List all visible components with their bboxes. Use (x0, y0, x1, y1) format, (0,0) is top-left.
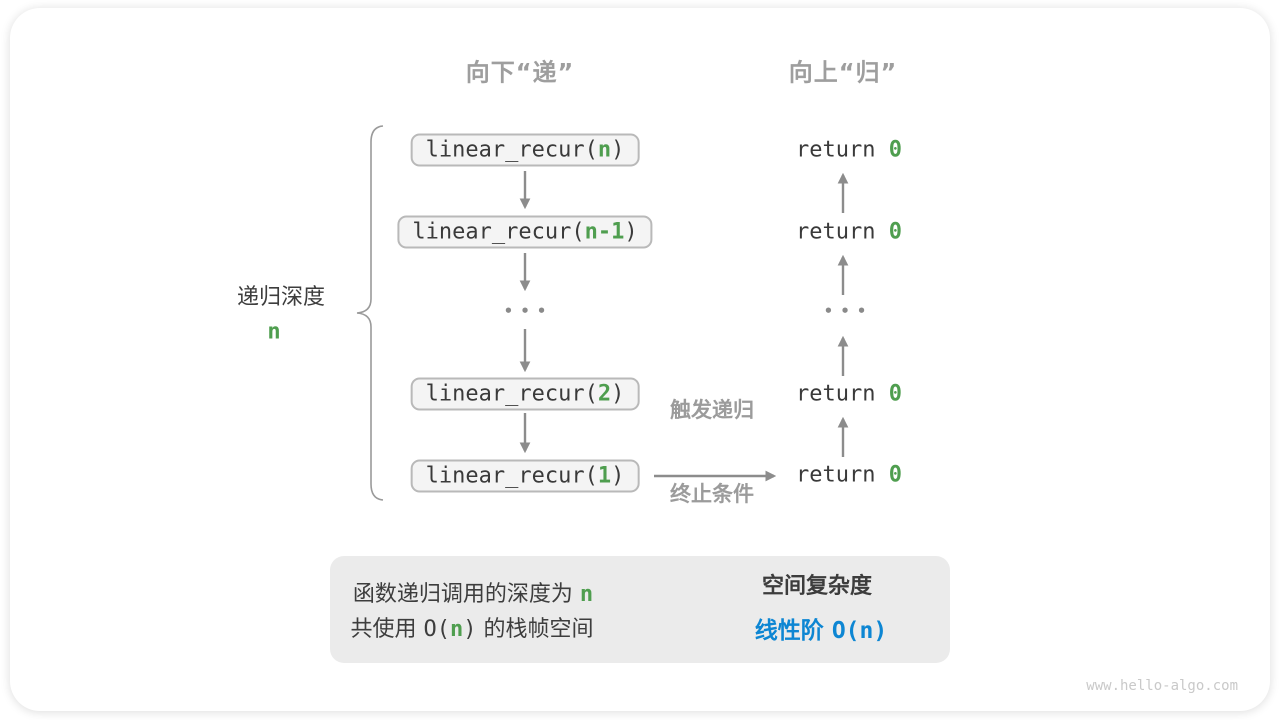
recursion-depth-label: 递归深度 (236, 285, 326, 310)
return-statement: return 0 (796, 137, 902, 163)
return-value: 0 (888, 137, 902, 163)
return-statement: return 0 (796, 462, 902, 488)
termination-label: 触发递归 终止条件 (670, 340, 754, 536)
call-box-n: linear_recur(n) (410, 133, 640, 167)
call-code: linear_recur( (425, 463, 598, 489)
termination-label-line1: 触发递归 (670, 398, 754, 422)
return-statement: return 0 (796, 381, 902, 407)
return-value: 0 (888, 462, 902, 488)
header-descend: 向下“递” (465, 58, 575, 87)
space-complexity-title: 空间复杂度 (761, 574, 873, 599)
termination-label-line2: 终止条件 (670, 482, 754, 506)
return-statement: return 0 (796, 219, 902, 245)
call-arg: n-1 (584, 219, 625, 245)
summary-line-2-value: n (450, 617, 464, 642)
call-arg: 1 (597, 463, 612, 489)
call-code: linear_recur( (425, 137, 598, 163)
space-complexity-notation: O(n) (831, 618, 888, 644)
call-box-1: linear_recur(1) (410, 459, 640, 493)
call-box-2: linear_recur(2) (410, 377, 640, 411)
summary-line-2: 共使用 O(n) 的栈帧空间 (350, 617, 594, 642)
summary-panel (330, 556, 950, 663)
return-value: 0 (888, 219, 902, 245)
return-ellipsis: ••• (823, 302, 874, 320)
call-box-n-1: linear_recur(n-1) (397, 215, 653, 249)
call-code: linear_recur( (412, 219, 585, 245)
summary-line-1: 函数递归调用的深度为 n (352, 582, 594, 607)
call-arg: 2 (597, 381, 612, 407)
return-value: 0 (888, 381, 902, 407)
call-arg: n (597, 137, 612, 163)
space-complexity-value: 线性阶 O(n) (754, 618, 888, 644)
watermark: www.hello-algo.com (1086, 678, 1238, 694)
recursion-depth-value: n (267, 319, 281, 345)
summary-line-1-value: n (579, 582, 594, 607)
header-return: 向上“归” (788, 58, 898, 87)
call-ellipsis: ••• (503, 302, 554, 320)
call-code: linear_recur( (425, 381, 598, 407)
